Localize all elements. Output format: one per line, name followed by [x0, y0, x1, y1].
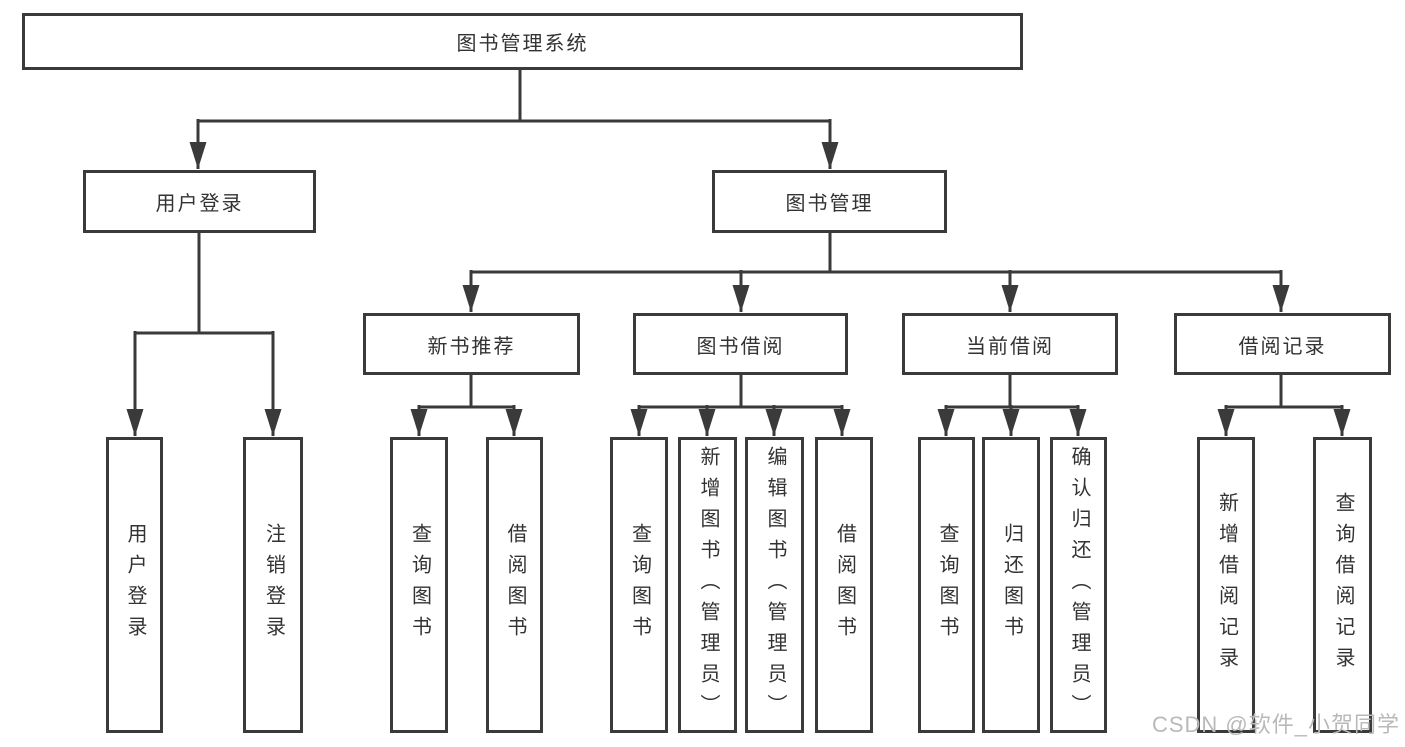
leaf-query-books-current: 查询图书	[918, 437, 975, 733]
leaf-edit-books-admin: 编辑图书（管理员）	[745, 437, 804, 733]
leaf-query-borrow-record-label: 查询借阅记录	[1332, 492, 1354, 678]
leaf-add-borrow-record-label: 新增借阅记录	[1215, 492, 1238, 678]
leaf-add-books-admin-label: 新增图书（管理员）	[697, 445, 719, 725]
node-root-system: 图书管理系统	[22, 13, 1023, 70]
leaf-query-books-recommend: 查询图书	[390, 437, 448, 733]
node-current-borrowing: 当前借阅	[902, 313, 1118, 375]
node-new-book-recommend: 新书推荐	[363, 313, 580, 375]
node-current-borrowing-label: 当前借阅	[966, 335, 1054, 358]
leaf-logout: 注销登录	[243, 437, 303, 733]
leaf-user-login: 用户登录	[106, 437, 163, 733]
node-book-borrowing: 图书借阅	[633, 313, 848, 375]
leaf-borrow-books-label: 借阅图书	[833, 523, 856, 647]
leaf-edit-books-admin-label: 编辑图书（管理员）	[764, 445, 786, 725]
node-book-borrowing-label: 图书借阅	[696, 335, 785, 358]
leaf-query-books-borrow-label: 查询图书	[628, 523, 651, 647]
leaf-query-books-current-label: 查询图书	[936, 523, 958, 647]
node-new-book-recommend-label: 新书推荐	[427, 335, 516, 358]
leaf-query-books-recommend-label: 查询图书	[408, 523, 431, 647]
node-user-login-label: 用户登录	[155, 193, 244, 215]
leaf-confirm-return-admin-label: 确认归还（管理员）	[1068, 445, 1090, 725]
node-root-label: 图书管理系统	[456, 33, 589, 55]
node-borrowing-records-label: 借阅记录	[1238, 335, 1327, 358]
node-borrowing-records: 借阅记录	[1174, 313, 1391, 375]
leaf-borrow-books: 借阅图书	[815, 437, 873, 733]
node-book-management-label: 图书管理	[785, 193, 874, 215]
csdn-watermark: CSDN @软件_小贺同学	[1151, 712, 1400, 737]
leaf-logout-label: 注销登录	[262, 523, 285, 647]
leaf-return-books-label: 归还图书	[1000, 523, 1023, 647]
leaf-borrow-books-recommend-label: 借阅图书	[504, 523, 526, 647]
leaf-add-books-admin: 新增图书（管理员）	[678, 437, 737, 733]
leaf-return-books: 归还图书	[982, 437, 1040, 733]
node-book-management-module: 图书管理	[712, 170, 947, 233]
node-user-login-module: 用户登录	[83, 170, 316, 233]
leaf-query-books-borrow: 查询图书	[610, 437, 668, 733]
leaf-query-borrow-record: 查询借阅记录	[1313, 437, 1372, 733]
leaf-confirm-return-admin: 确认归还（管理员）	[1050, 437, 1107, 733]
leaf-user-login-label: 用户登录	[124, 523, 146, 647]
leaf-borrow-books-recommend: 借阅图书	[486, 437, 543, 733]
leaf-add-borrow-record: 新增借阅记录	[1197, 437, 1255, 733]
